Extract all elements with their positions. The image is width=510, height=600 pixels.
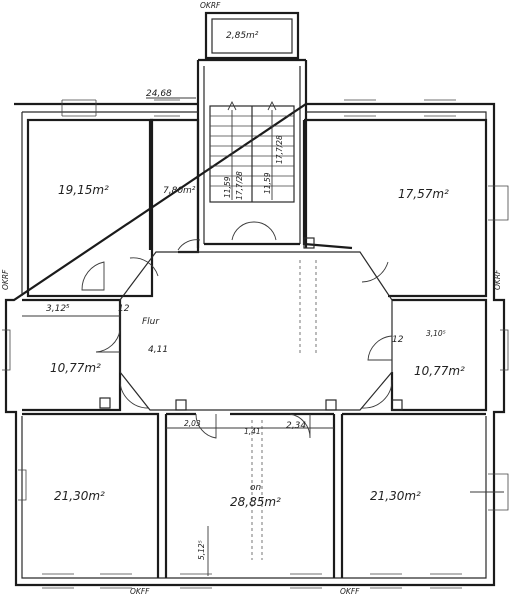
level-marker-bottom-left: OKFF [130, 587, 150, 596]
dimension-bottom-center: 1,41 [244, 427, 261, 436]
outer-walls [4, 11, 506, 587]
room-area-mid-left: 10,77m² [50, 361, 101, 375]
dimension-bottom-mid: 2,34 [286, 421, 307, 431]
dimension-mid-left: 3,12⁵ [46, 304, 70, 314]
hall-label: Flur [142, 317, 160, 327]
level-marker-left: OKRF [1, 269, 10, 290]
dimension-bottom-left: 2,03 [184, 419, 201, 428]
level-marker-bottom-right: OKFF [340, 587, 360, 596]
dimension-12-left: 12 [118, 304, 130, 314]
stair-note-4: 17,7/28 [275, 135, 284, 164]
chimneys [99, 237, 403, 411]
staircase [209, 100, 295, 203]
room-area-top-small: 2,85m² [226, 31, 259, 41]
windows [2, 99, 509, 589]
stair-note-2: 17,7/28 [235, 171, 244, 200]
dimension-bottom-vertical: 5,12⁵ [197, 540, 206, 560]
level-marker-right: OKRF [493, 269, 502, 290]
hall-area: 4,11 [148, 345, 169, 355]
stair-note-1: 11,59 [223, 176, 232, 198]
dimension-right-mid: 3,10⁵ [426, 329, 446, 338]
room-area-mid-right: 10,77m² [414, 364, 465, 378]
room-area-top-left: 19,15m² [58, 183, 109, 197]
stair-note-3: 11,59 [263, 172, 272, 194]
dimension-lines [22, 97, 504, 576]
room-area-bottom-center: 28,85m² [230, 495, 281, 509]
interior-walls [22, 118, 488, 578]
dimension-12-right: 12 [392, 335, 404, 345]
doors [81, 221, 393, 439]
hallway [119, 251, 393, 560]
level-marker-top: OKRF [200, 1, 221, 10]
room-area-top-right: 17,57m² [398, 187, 449, 201]
room-area-bottom-right: 21,30m² [370, 489, 421, 503]
room-area-top-left-small: 7,80m² [163, 186, 196, 196]
dimension-top: 24,68 [146, 89, 172, 99]
room-area-bottom-left: 21,30m² [54, 489, 105, 503]
annotation-on: on [250, 483, 262, 493]
